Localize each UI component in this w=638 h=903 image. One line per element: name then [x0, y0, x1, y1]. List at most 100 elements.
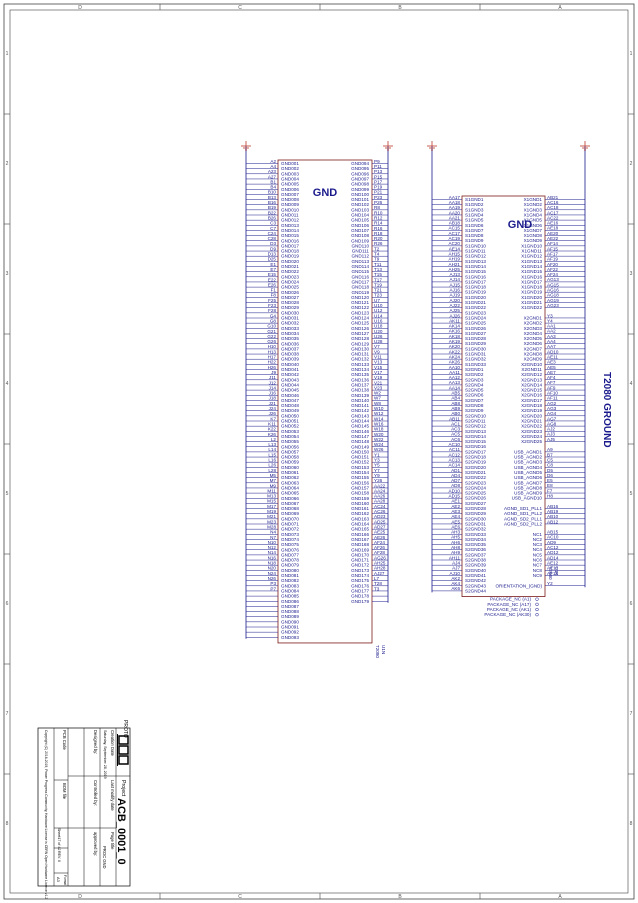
pin-net-name: GND109 [351, 238, 369, 243]
pin-number: AJ7 [452, 566, 460, 571]
pin-number: AJ19 [450, 293, 461, 298]
pin-net-name: GND107 [351, 228, 369, 233]
pin-number: N7 [270, 535, 276, 540]
pin-number: AA13 [449, 380, 461, 385]
pin-net-name: GND067 [281, 501, 299, 506]
pin-number: AJ25 [450, 308, 461, 313]
pin-number: AA12 [449, 375, 461, 380]
pin-number: AJ15 [450, 282, 461, 287]
pin-net-name: GND086 [281, 599, 299, 604]
pin-number: AA28 [374, 499, 386, 504]
pin-net-name: S2GND8 [465, 403, 484, 408]
pin-number: AC17 [547, 210, 559, 215]
pin-number: AK11 [449, 318, 460, 323]
pin-number: AC19 [449, 236, 461, 241]
project-label: Project [120, 780, 126, 797]
pin-net-name: X2GND11 [521, 367, 542, 372]
zone-letter-bottom: C [238, 894, 242, 900]
pin-number: AB0 [451, 411, 460, 416]
pin-number: AD10 [547, 349, 559, 354]
pin-net-name: GND089 [281, 614, 299, 619]
pin-number: B7 [547, 452, 553, 457]
pin-net-name: NC3 [533, 542, 543, 547]
pin-number: M9 [270, 483, 277, 488]
pin-number: L7 [374, 576, 380, 581]
pin-number: W2 [374, 391, 381, 396]
package-nc-label: PACKAGE_NC (AK30) [484, 612, 531, 617]
pin-net-name: S2GND29 [465, 511, 486, 516]
pin-number: V19 [374, 375, 383, 380]
pin-net-name: GND055 [281, 439, 299, 444]
pin-net-name: GND141 [351, 403, 369, 408]
pin-net-name: GND125 [351, 321, 369, 326]
pin-number: AF9 [547, 385, 556, 390]
pin-net-name: GND091 [281, 625, 299, 630]
pin-number: AA11 [449, 370, 460, 375]
pin-net-name: GND154 [351, 470, 369, 475]
pin-net-name: X2GND1 [524, 315, 543, 320]
pin-net-name: X1GND22 [521, 305, 542, 310]
pin-number: B1 [270, 179, 276, 184]
pin-net-name: USB_AGND3 [514, 460, 542, 465]
pin-number: AA14 [449, 385, 461, 390]
pin-number: AF22 [547, 267, 558, 272]
pin-net-name: S2GND39 [465, 563, 486, 568]
pin-number: AD27 [374, 524, 386, 529]
pin-number: J21 [269, 401, 277, 406]
pin-number: AG7 [547, 416, 557, 421]
pin-number: P11 [374, 164, 382, 169]
pin-net-name: GND105 [351, 218, 369, 223]
pin-net-name: AGND_SD2_PLL1 [504, 516, 542, 521]
pin-net-name: GND173 [351, 568, 369, 573]
pin-number: L15 [268, 452, 276, 457]
pin-number: AK22 [449, 349, 461, 354]
pin-number: E22 [268, 277, 277, 282]
pin-net-name: S1GND18 [465, 285, 486, 290]
pin-net-name: NC2 [533, 537, 543, 542]
package-nc-label: PACKAGE_NC (A17) [487, 602, 531, 607]
pin-net-name: X1GND4 [524, 212, 543, 217]
pin-number: AG3 [547, 406, 557, 411]
pin-number: AD12 [547, 550, 559, 555]
pin-number: G21 [267, 329, 276, 334]
pin-net-name: S1GND26 [465, 326, 486, 331]
pin-net-name: GND035 [281, 336, 299, 341]
page-title-value: PROC GND [102, 846, 107, 869]
pin-number: B26 [268, 215, 277, 220]
pin-number: U16 [374, 318, 383, 323]
pin-net-name: S2GND5 [465, 388, 484, 393]
pin-net-name: GND161 [351, 506, 369, 511]
pin-net-name: GND177 [351, 588, 369, 593]
format-label: Format [63, 875, 67, 885]
pin-number: AC12 [449, 452, 461, 457]
pin-number: AH25 [449, 267, 461, 272]
pin-number: B4 [270, 185, 276, 190]
pin-number: W24 [374, 442, 384, 447]
pin-net-name: GND144 [351, 419, 369, 424]
pin-net-name: GND010 [281, 207, 299, 212]
pin-net-name: S2GND35 [465, 542, 486, 547]
pin-number: AF26 [374, 545, 385, 550]
pin-number: A27 [268, 174, 277, 179]
pin-number: M28 [267, 524, 276, 529]
pin-net-name: GND072 [281, 527, 299, 532]
pin-net-name: GND147 [351, 434, 369, 439]
pin-number: J11 [269, 375, 277, 380]
pin-net-name: GND028 [281, 300, 299, 305]
pin-net-name: X2GND3 [524, 326, 543, 331]
pin-net-name: GND039 [281, 357, 299, 362]
pin-net-name: GND006 [281, 187, 299, 192]
pin-number: Y5 [374, 463, 380, 468]
pin-number: J18 [269, 396, 277, 401]
pin-number: G22 [267, 334, 276, 339]
pin-net-name: S2GND24 [465, 485, 486, 490]
pin-net-name: USB_AGND8 [514, 485, 542, 490]
pin-net-name: GND018 [281, 249, 299, 254]
pin-net-name: GND179 [351, 599, 369, 604]
pin-number: M13 [267, 494, 276, 499]
chip-part-name: T2080 [375, 645, 380, 658]
pin-number: AA21 [449, 215, 461, 220]
pin-number: B13 [268, 195, 277, 200]
pin-number: M7 [270, 478, 277, 483]
pin-number: L14 [268, 447, 276, 452]
